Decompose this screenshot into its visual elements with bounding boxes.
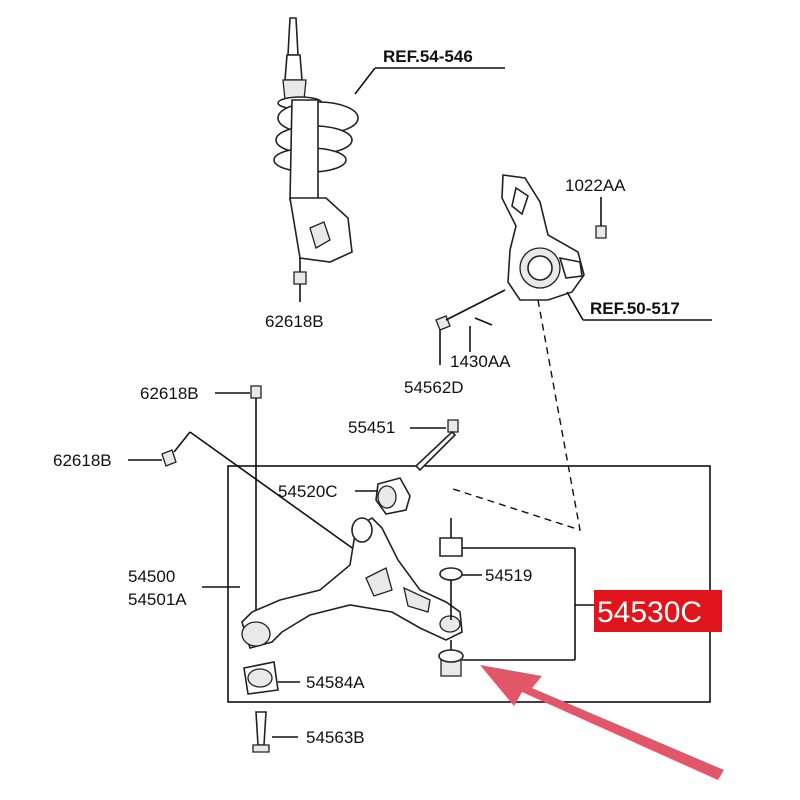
part-54562d-label: 54562D	[404, 378, 464, 397]
part-54584a-label: 54584A	[306, 673, 365, 692]
part-54519-label: 54519	[485, 566, 532, 585]
part-55451-label: 55451	[348, 418, 395, 437]
lower-control-arm	[241, 516, 463, 649]
pointer-arrow	[480, 665, 724, 780]
part-1022aa-label: 1022AA	[565, 176, 626, 195]
part-54501a-label: 54501A	[128, 590, 187, 609]
part-54563b-label: 54563B	[306, 728, 365, 747]
part-54500-label: 54500	[128, 567, 175, 586]
part-62618b-label-a: 62618B	[140, 384, 199, 403]
part-54520c-label: 54520C	[278, 482, 338, 501]
part-62618b-label-b: 62618B	[53, 451, 112, 470]
steering-knuckle	[501, 174, 585, 301]
ref-50-517-label: REF.50-517	[590, 299, 680, 318]
highlighted-part-54530c: 54530C	[594, 590, 722, 632]
part-1430aa-label: 1430AA	[450, 352, 511, 371]
strut-assembly	[273, 17, 359, 302]
lower-arm-assembly-box	[227, 465, 711, 703]
ref-54-546-label: REF.54-546	[383, 47, 473, 66]
part-54530c-label: 54530C	[597, 596, 702, 629]
part-62618b-strut-label: 62618B	[265, 312, 324, 331]
